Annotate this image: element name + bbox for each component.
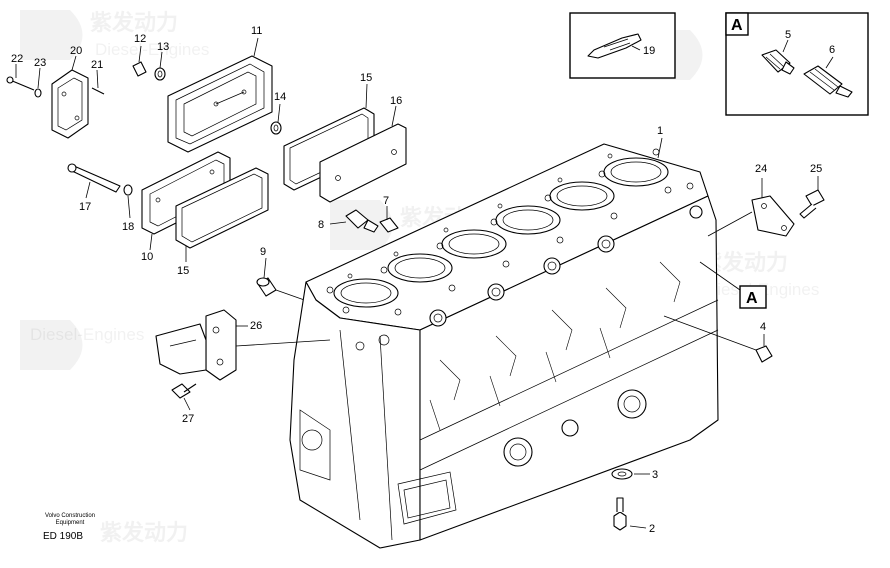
callout-2: 2 <box>649 523 655 535</box>
nut-4: 4 <box>663 315 773 363</box>
cylinder-bores <box>333 157 669 308</box>
gasket-15-lower: 15 <box>175 167 269 277</box>
callout-3: 3 <box>652 469 658 481</box>
callout-22: 22 <box>11 53 23 65</box>
callout-21: 21 <box>91 59 103 71</box>
bolt-25: 25 <box>799 163 825 219</box>
callout-7: 7 <box>383 195 389 207</box>
callout-5: 5 <box>785 29 791 41</box>
manufacturer-label: Volvo Construction Equipment <box>40 513 100 527</box>
callout-8: 8 <box>318 219 324 231</box>
detail-box-sealant: 19 <box>569 12 676 79</box>
callout-11: 11 <box>251 25 262 37</box>
callout-25: 25 <box>810 163 822 175</box>
manufacturer-line-2: Equipment <box>55 520 85 526</box>
callout-10: 10 <box>141 251 153 263</box>
callout-18: 18 <box>122 221 134 233</box>
callout-13: 13 <box>157 41 169 53</box>
washer-14: 14 <box>270 91 286 135</box>
watermark-brand-en: Diesel-Engines <box>95 40 209 59</box>
bracket-24: 24 <box>707 163 795 237</box>
sensor-6 <box>803 65 853 98</box>
plug-9: 9 <box>256 246 311 303</box>
watermark-brand-en: Diesel-Engines <box>30 325 144 344</box>
callout-16: 16 <box>390 95 402 107</box>
bolt-27: 27 <box>171 383 197 425</box>
fitting-8: 8 <box>318 209 379 233</box>
deck-holes <box>326 148 694 316</box>
plug-12: 12 13 <box>132 33 169 81</box>
callout-9: 9 <box>260 246 266 258</box>
fitting-7: 7 <box>379 195 399 233</box>
callout-15a: 15 <box>360 72 372 84</box>
callout-14: 14 <box>274 91 286 103</box>
callout-19: 19 <box>643 45 655 57</box>
manufacturer-line-1: Volvo Construction <box>44 513 96 519</box>
watermark-brand-cn: 紫发动力 <box>90 10 178 35</box>
drawing-code: ED 190B <box>43 531 84 542</box>
callout-6: 6 <box>829 44 835 56</box>
callout-15b: 15 <box>177 265 189 277</box>
bolt-2: 2 <box>613 497 655 535</box>
detail-box-a-label: A <box>731 17 743 34</box>
bolt-17: 17 18 <box>67 163 134 233</box>
callout-12: 12 <box>134 33 146 45</box>
callout-17: 17 <box>79 201 91 213</box>
callout-4: 4 <box>760 321 766 333</box>
callout-24: 24 <box>755 163 767 175</box>
side-cover-11: 11 <box>167 25 273 153</box>
callout-27: 27 <box>182 413 194 425</box>
detail-box-a: A 5 6 <box>725 12 869 116</box>
bracket-26: 26 <box>155 309 331 381</box>
block-webs <box>429 261 681 431</box>
view-ref-a-label: A <box>746 290 758 307</box>
callout-20: 20 <box>70 45 82 57</box>
watermark-brand-cn: 紫发动力 <box>100 520 188 545</box>
callout-23: 23 <box>34 57 46 69</box>
callout-1: 1 <box>657 125 663 137</box>
plate-16: 16 <box>319 95 407 203</box>
cover-plate-20: 22 23 20 21 <box>6 45 105 139</box>
callout-26: 26 <box>250 320 262 332</box>
view-ref-a: A <box>699 261 767 309</box>
cylinder-block-1: 1 <box>289 125 719 549</box>
sensor-5 <box>761 49 795 75</box>
washer-3: 3 <box>611 468 658 481</box>
